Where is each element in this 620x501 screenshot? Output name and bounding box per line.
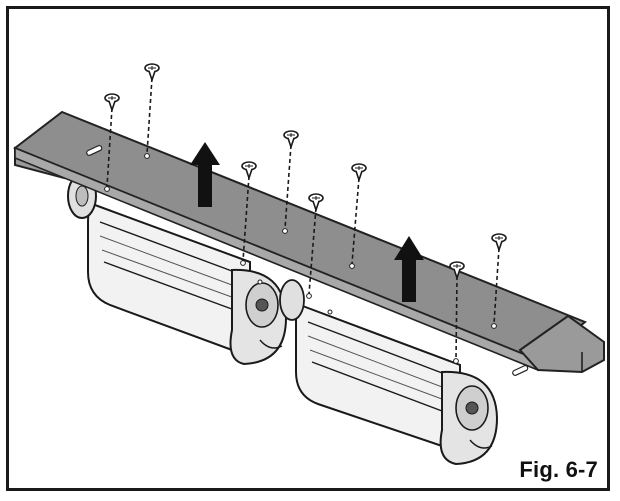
blower-housing-left [67,173,288,366]
screw [308,193,324,213]
screw [283,130,299,150]
screw [144,63,160,83]
lift-arrow-left [190,142,220,207]
screw [241,161,257,181]
screw [351,163,367,183]
screw [104,93,120,113]
mounting-plate [13,110,605,376]
screw [491,233,507,253]
lift-arrow-right [394,236,424,302]
figure-label: Fig. 6-7 [519,457,598,482]
blower-housing-right [279,279,499,466]
screw-set [104,63,507,281]
screw [449,261,465,281]
screw-guide-lines [106,77,500,360]
